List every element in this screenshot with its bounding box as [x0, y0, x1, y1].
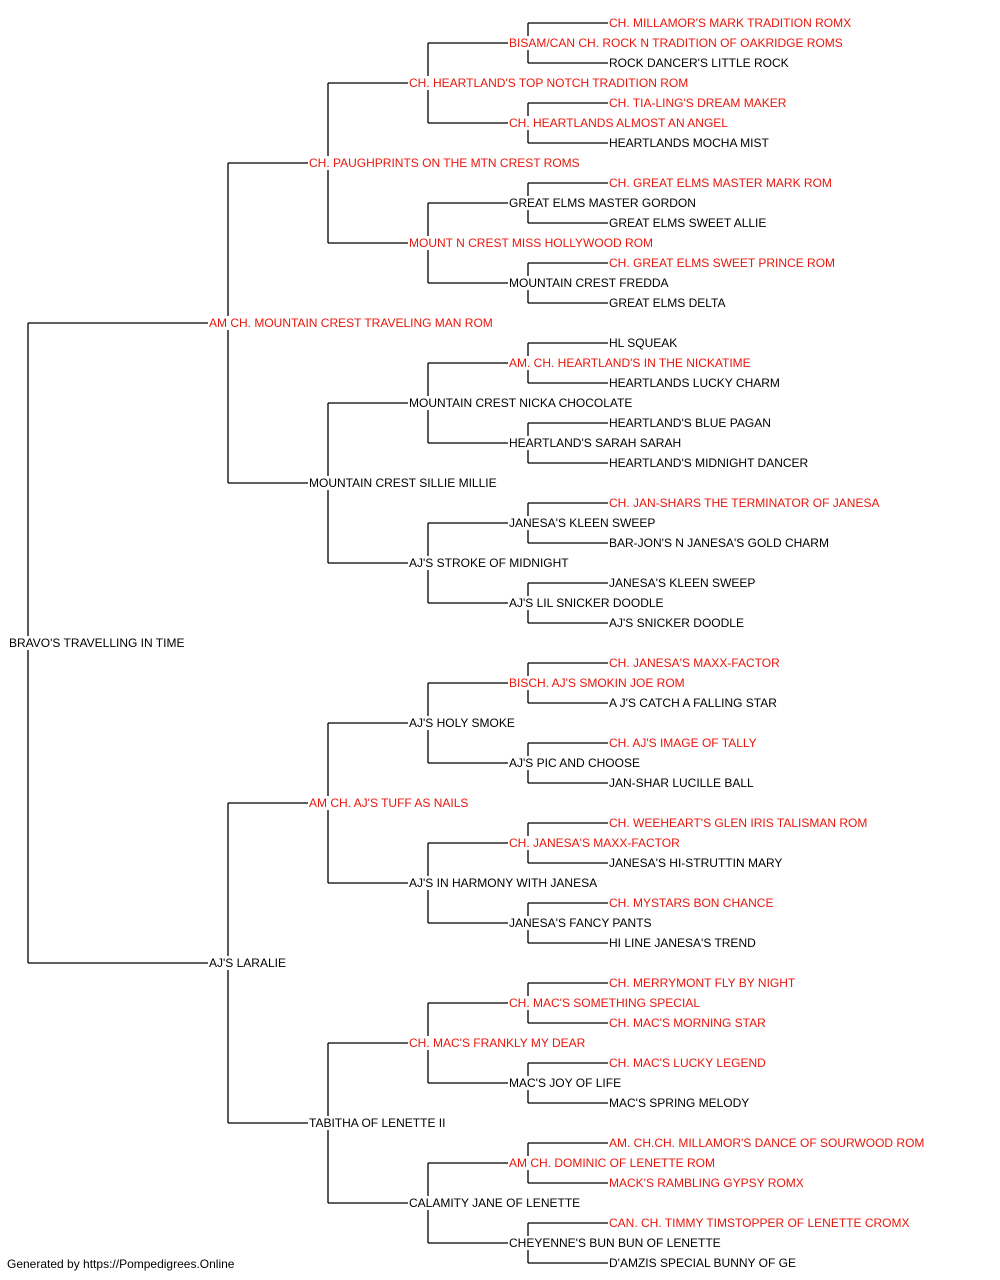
ancestor-gen5-8: BISCH. AJ'S SMOKIN JOE ROM: [508, 676, 686, 690]
ancestor-gen6-30: CAN. CH. TIMMY TIMSTOPPER OF LENETTE CRO…: [608, 1216, 911, 1230]
ancestor-gen3-1: MOUNTAIN CREST SILLIE MILLIE: [308, 476, 498, 490]
ancestor-gen5-1: CH. HEARTLANDS ALMOST AN ANGEL: [508, 116, 729, 130]
ancestor-gen3-0: CH. PAUGHPRINTS ON THE MTN CREST ROMS: [308, 156, 581, 170]
ancestor-gen5-4: AM. CH. HEARTLAND'S IN THE NICKATIME: [508, 356, 752, 370]
ancestor-gen6-20: CH. WEEHEART'S GLEN IRIS TALISMAN ROM: [608, 816, 869, 830]
ancestor-gen6-13: BAR-JON'S N JANESA'S GOLD CHARM: [608, 536, 830, 550]
ancestor-gen5-0: BISAM/CAN CH. ROCK N TRADITION OF OAKRID…: [508, 36, 844, 50]
ancestor-gen3-3: TABITHA OF LENETTE II: [308, 1116, 447, 1130]
ancestor-gen6-27: MAC'S SPRING MELODY: [608, 1096, 751, 1110]
ancestor-gen6-17: A J'S CATCH A FALLING STAR: [608, 696, 778, 710]
ancestor-gen6-29: MACK'S RAMBLING GYPSY ROMX: [608, 1176, 805, 1190]
ancestor-gen6-18: CH. AJ'S IMAGE OF TALLY: [608, 736, 758, 750]
ancestor-gen6-6: CH. GREAT ELMS SWEET PRINCE ROM: [608, 256, 837, 270]
ancestor-gen5-15: CHEYENNE'S BUN BUN OF LENETTE: [508, 1236, 722, 1250]
ancestor-gen5-12: CH. MAC'S SOMETHING SPECIAL: [508, 996, 701, 1010]
dam-name: AJ'S LARALIE: [208, 956, 287, 970]
ancestor-gen5-13: MAC'S JOY OF LIFE: [508, 1076, 623, 1090]
ancestor-gen4-2: MOUNTAIN CREST NICKA CHOCOLATE: [408, 396, 634, 410]
ancestor-gen6-2: CH. TIA-LING'S DREAM MAKER: [608, 96, 788, 110]
ancestor-gen4-3: AJ'S STROKE OF MIDNIGHT: [408, 556, 570, 570]
subject-name: BRAVO'S TRAVELLING IN TIME: [8, 636, 186, 650]
ancestor-gen6-10: HEARTLAND'S BLUE PAGAN: [608, 416, 772, 430]
ancestor-gen6-31: D'AMZIS SPECIAL BUNNY OF GE: [608, 1256, 797, 1270]
ancestor-gen5-5: HEARTLAND'S SARAH SARAH: [508, 436, 683, 450]
ancestor-gen5-3: MOUNTAIN CREST FREDDA: [508, 276, 670, 290]
ancestor-gen6-1: ROCK DANCER'S LITTLE ROCK: [608, 56, 790, 70]
ancestor-gen4-1: MOUNT N CREST MISS HOLLYWOOD ROM: [408, 236, 655, 250]
ancestor-gen4-5: AJ'S IN HARMONY WITH JANESA: [408, 876, 599, 890]
ancestor-gen6-9: HEARTLANDS LUCKY CHARM: [608, 376, 781, 390]
ancestor-gen4-6: CH. MAC'S FRANKLY MY DEAR: [408, 1036, 587, 1050]
ancestor-gen6-14: JANESA'S KLEEN SWEEP: [608, 576, 757, 590]
ancestor-gen6-12: CH. JAN-SHARS THE TERMINATOR OF JANESA: [608, 496, 881, 510]
ancestor-gen6-5: GREAT ELMS SWEET ALLIE: [608, 216, 768, 230]
ancestor-gen6-3: HEARTLANDS MOCHA MIST: [608, 136, 770, 150]
ancestor-gen5-6: JANESA'S KLEEN SWEEP: [508, 516, 657, 530]
ancestor-gen6-11: HEARTLAND'S MIDNIGHT DANCER: [608, 456, 810, 470]
ancestor-gen6-7: GREAT ELMS DELTA: [608, 296, 727, 310]
ancestor-gen4-4: AJ'S HOLY SMOKE: [408, 716, 516, 730]
ancestor-gen6-23: HI LINE JANESA'S TREND: [608, 936, 757, 950]
sire-name: AM CH. MOUNTAIN CREST TRAVELING MAN ROM: [208, 316, 494, 330]
ancestor-gen5-7: AJ'S LIL SNICKER DOODLE: [508, 596, 665, 610]
ancestor-gen6-0: CH. MILLAMOR'S MARK TRADITION ROMX: [608, 16, 853, 30]
ancestor-gen6-8: HL SQUEAK: [608, 336, 679, 350]
ancestor-gen5-11: JANESA'S FANCY PANTS: [508, 916, 653, 930]
ancestor-gen4-0: CH. HEARTLAND'S TOP NOTCH TRADITION ROM: [408, 76, 690, 90]
ancestor-gen6-16: CH. JANESA'S MAXX-FACTOR: [608, 656, 781, 670]
ancestor-gen5-10: CH. JANESA'S MAXX-FACTOR: [508, 836, 681, 850]
ancestor-gen6-19: JAN-SHAR LUCILLE BALL: [608, 776, 755, 790]
ancestor-gen6-21: JANESA'S HI-STRUTTIN MARY: [608, 856, 784, 870]
ancestor-gen6-22: CH. MYSTARS BON CHANCE: [608, 896, 775, 910]
ancestor-gen5-9: AJ'S PIC AND CHOOSE: [508, 756, 641, 770]
ancestor-gen6-15: AJ'S SNICKER DOODLE: [608, 616, 745, 630]
ancestor-gen3-2: AM CH. AJ'S TUFF AS NAILS: [308, 796, 470, 810]
ancestor-gen6-28: AM. CH.CH. MILLAMOR'S DANCE OF SOURWOOD …: [608, 1136, 926, 1150]
ancestor-gen5-2: GREAT ELMS MASTER GORDON: [508, 196, 697, 210]
ancestor-gen4-7: CALAMITY JANE OF LENETTE: [408, 1196, 582, 1210]
ancestor-gen6-4: CH. GREAT ELMS MASTER MARK ROM: [608, 176, 833, 190]
footer-credit: Generated by https://Pompedigrees.Online: [7, 1257, 235, 1271]
ancestor-gen6-25: CH. MAC'S MORNING STAR: [608, 1016, 767, 1030]
ancestor-gen6-26: CH. MAC'S LUCKY LEGEND: [608, 1056, 767, 1070]
ancestor-gen5-14: AM CH. DOMINIC OF LENETTE ROM: [508, 1156, 717, 1170]
ancestor-gen6-24: CH. MERRYMONT FLY BY NIGHT: [608, 976, 797, 990]
